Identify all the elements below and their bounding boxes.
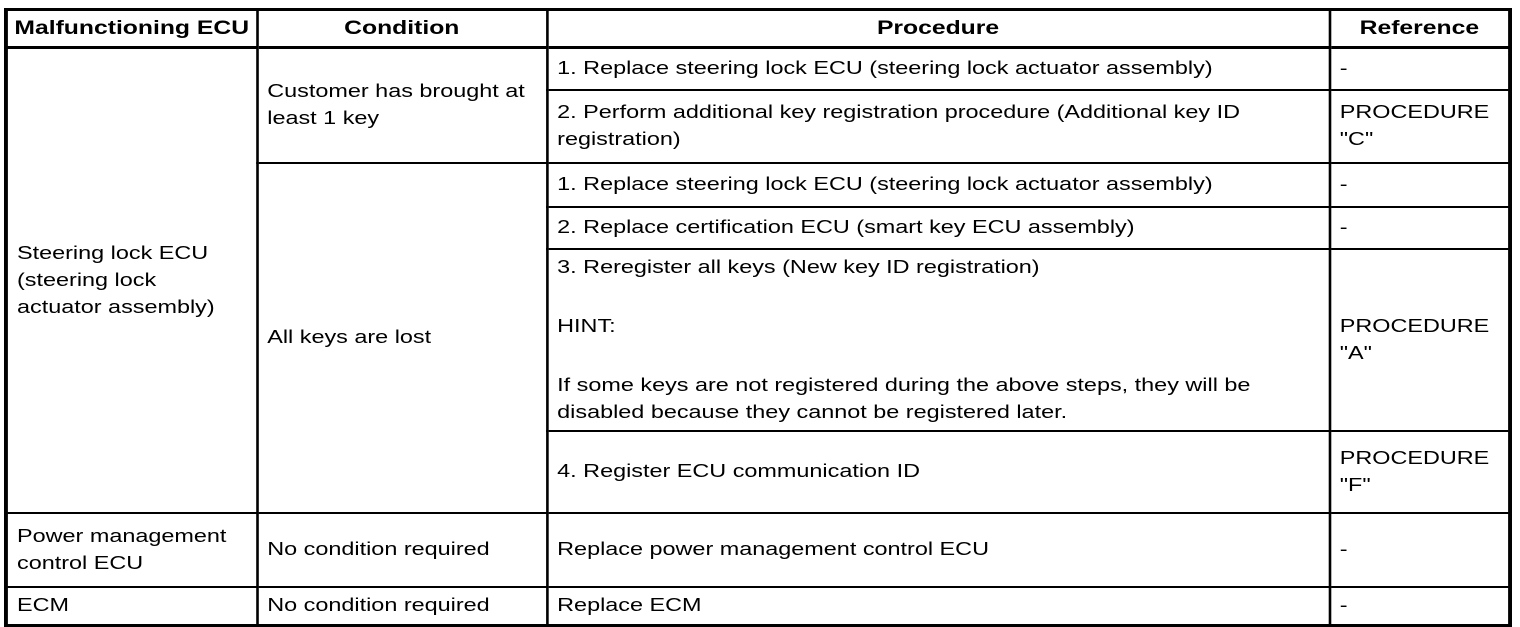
cell-ecu-ecm: ECM (4, 585, 259, 627)
cell-procedure-reregister-all-keys: 3. Reregister all keys (New key ID regis… (545, 247, 1331, 432)
table-row: 2. Perform additional key registration p… (6, 88, 1512, 164)
table-row: Power management control ECU No conditio… (4, 511, 1512, 588)
cell-procedure-replace-steering-lock-ecu: 1. Replace steering lock ECU (steering l… (545, 46, 1331, 91)
cell-ecu-steering-lock: Steering lock ECU (steering lock actuato… (4, 46, 259, 514)
cell-reference-dash: - (1328, 46, 1512, 91)
cell-reference-procedure-c: PROCEDURE "C" (1328, 88, 1512, 164)
cell-condition-none-required: No condition required (255, 585, 549, 627)
table-row: 3. Reregister all keys (New key ID regis… (6, 247, 1512, 432)
column-header-malfunctioning-ecu: Malfunctioning ECU (4, 8, 259, 49)
cell-condition-all-keys-lost: All keys are lost (255, 161, 549, 514)
cell-procedure-register-ecu-communication-id: 4. Register ECU communication ID (545, 429, 1331, 514)
cell-reference-procedure-f: PROCEDURE "F" (1328, 429, 1512, 514)
hint-text: If some keys are not registered during t… (557, 374, 1251, 422)
cell-reference-dash: - (1328, 585, 1512, 627)
manual-table-region: Malfunctioning ECU Condition Procedure R… (4, 8, 1512, 627)
table-row: ECM No condition required Replace ECM - (4, 585, 1512, 627)
table-row: 4. Register ECU communication ID PROCEDU… (6, 429, 1512, 514)
column-header-procedure: Procedure (545, 8, 1331, 49)
cell-ecu-power-management: Power management control ECU (4, 511, 259, 588)
cell-condition-customer-has-key: Customer has brought at least 1 key (255, 46, 549, 164)
table-row: 2. Replace certification ECU (smart key … (6, 205, 1512, 250)
procedure-step-text: 3. Reregister all keys (New key ID regis… (557, 256, 1040, 277)
ecu-diagnostic-table: Malfunctioning ECU Condition Procedure R… (4, 8, 1512, 627)
cell-reference-dash: - (1328, 511, 1512, 588)
column-header-reference: Reference (1328, 8, 1512, 49)
table-row: Steering lock ECU (steering lock actuato… (4, 46, 1512, 514)
table-row: All keys are lost 1. Replace steering lo… (6, 161, 1512, 514)
cell-procedure-replace-steering-lock-ecu: 1. Replace steering lock ECU (steering l… (545, 161, 1331, 208)
cell-reference-dash: - (1328, 205, 1512, 250)
cell-procedure-replace-power-management-ecu: Replace power management control ECU (545, 511, 1331, 588)
hint-label: HINT: (557, 315, 616, 336)
cell-reference-dash: - (1328, 161, 1512, 208)
column-header-condition: Condition (255, 8, 549, 49)
cell-condition-none-required: No condition required (255, 511, 549, 588)
cell-reference-procedure-a: PROCEDURE "A" (1328, 247, 1512, 432)
table-header-row: Malfunctioning ECU Condition Procedure R… (4, 8, 1512, 49)
cell-procedure-replace-certification-ecu: 2. Replace certification ECU (smart key … (545, 205, 1331, 250)
cell-procedure-replace-ecm: Replace ECM (545, 585, 1331, 627)
cell-procedure-additional-key-registration: 2. Perform additional key registration p… (545, 88, 1331, 164)
